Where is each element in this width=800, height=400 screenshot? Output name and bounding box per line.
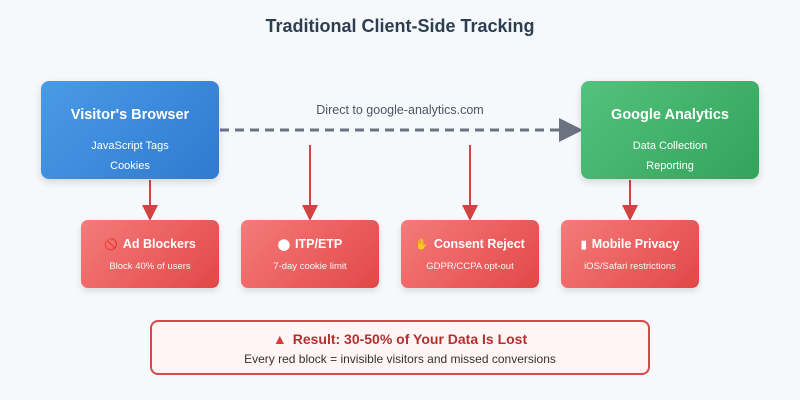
blocker-subtitle: 7-day cookie limit <box>273 261 347 272</box>
blocker-title: Consent Reject <box>433 237 525 251</box>
node-title: Visitor's Browser <box>70 107 190 123</box>
node-line: JavaScript Tags <box>91 140 169 152</box>
result-subtitle: Every red block = invisible visitors and… <box>244 352 556 366</box>
blocker-mobile-privacy: ▮ Mobile Privacy iOS/Safari restrictions <box>561 220 699 288</box>
diagram-title: Traditional Client-Side Tracking <box>265 16 535 36</box>
blocker-title: Mobile Privacy <box>591 237 680 251</box>
warning-icon: ▲ <box>272 331 287 347</box>
flow-label: Direct to google-analytics.com <box>316 103 484 117</box>
visitors-browser-node: Visitor's Browser JavaScript Tags Cookie… <box>41 81 219 179</box>
blocker-ad-blockers: 🚫 Ad Blockers Block 40% of users <box>81 220 219 288</box>
node-line: Reporting <box>646 160 694 172</box>
node-title: Google Analytics <box>611 107 729 123</box>
result-callout: ▲ Result: 30-50% of Your Data Is Lost Eve… <box>150 320 650 375</box>
blocker-title: Ad Blockers <box>122 237 196 251</box>
blocker-subtitle: GDPR/CCPA opt-out <box>426 261 514 272</box>
result-title: Result: 30-50% of Your Data Is Lost <box>292 331 528 347</box>
node-line: Cookies <box>110 160 150 172</box>
phone-icon: ▮ <box>580 239 587 251</box>
blocker-subtitle: Block 40% of users <box>109 261 191 272</box>
node-line: Data Collection <box>632 140 708 152</box>
hand-icon: ✋ <box>415 239 429 251</box>
google-analytics-node: Google Analytics Data Collection Reporti… <box>581 81 759 179</box>
blocker-subtitle: iOS/Safari restrictions <box>584 261 676 272</box>
blocker-consent-reject: ✋ Consent Reject GDPR/CCPA opt-out <box>401 220 539 288</box>
cookie-icon: ⬤ <box>277 239 291 251</box>
blocker-title: ITP/ETP <box>295 237 343 251</box>
blocker-itp-etp: ⬤ ITP/ETP 7-day cookie limit <box>241 220 379 288</box>
no-entry-icon: 🚫 <box>104 239 118 251</box>
